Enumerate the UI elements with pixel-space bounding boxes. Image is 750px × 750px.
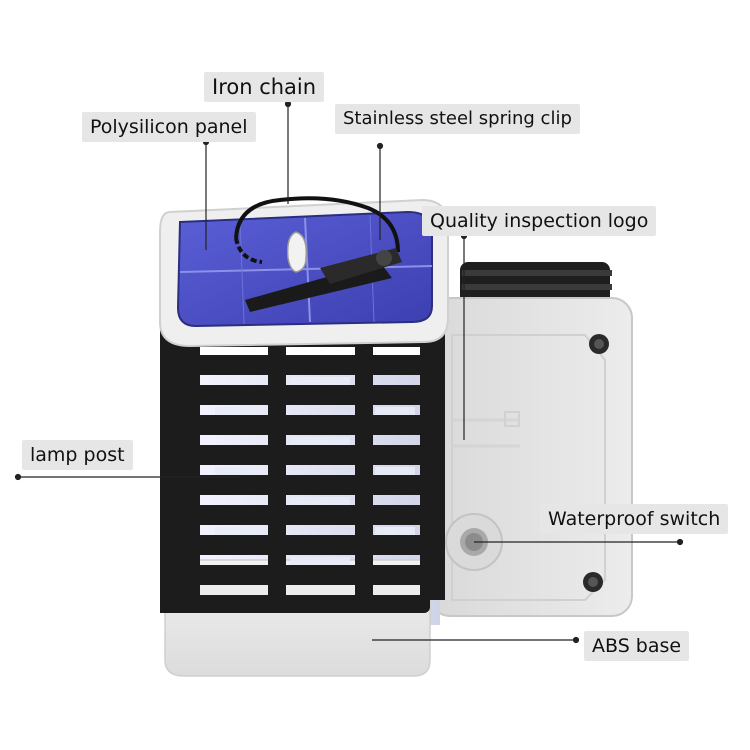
rear-unit — [429, 262, 633, 617]
solar-panel — [176, 210, 433, 328]
screw-icon — [583, 572, 603, 592]
label-abs-base: ABS base — [584, 631, 690, 661]
label-polysilicon-panel: Polysilicon panel — [82, 112, 256, 142]
label-lamp-post: lamp post — [22, 440, 133, 470]
solar-lantern — [159, 196, 449, 677]
leader-lines — [14, 100, 684, 644]
quality-mark — [452, 411, 520, 448]
label-iron-chain: Iron chain — [204, 72, 325, 102]
label-spring-clip: Stainless steel spring clip — [335, 104, 580, 134]
screw-icon — [589, 334, 609, 354]
label-waterproof-switch: Waterproof switch — [540, 504, 729, 534]
label-quality-logo: Quality inspection logo — [422, 206, 657, 236]
iron-chain-icon — [234, 196, 400, 264]
chain-hook — [286, 231, 308, 273]
spring-clip-icon — [245, 248, 402, 312]
